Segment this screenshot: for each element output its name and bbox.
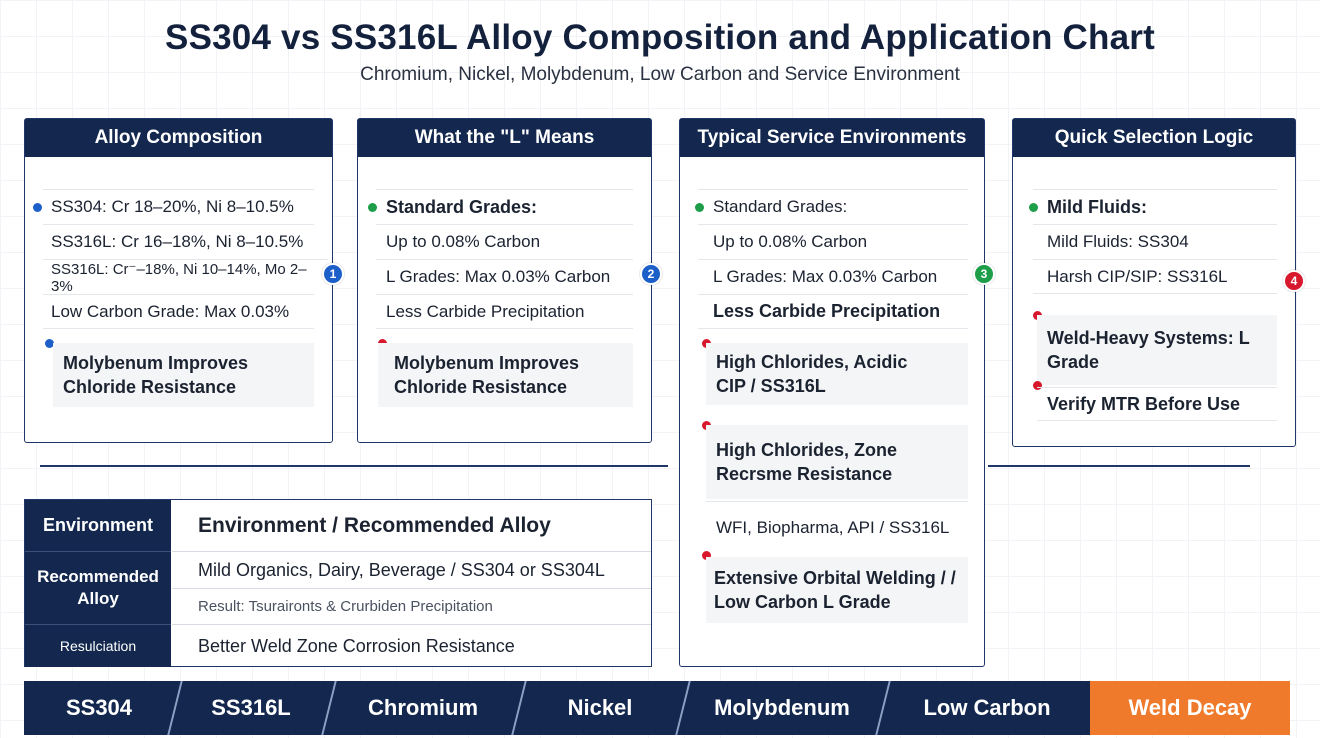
table-row: Result: Tsuraironts & Crurbiden Precipit… <box>172 589 651 625</box>
env-label-environment: Environment <box>25 500 171 552</box>
list-item: Standard Grades: <box>695 189 968 224</box>
list-item: Low Carbon Grade: Max 0.03% <box>43 294 314 329</box>
bullet-dot <box>702 551 711 560</box>
keyword-tag: Nickel <box>567 695 633 720</box>
bullet-dot <box>45 339 54 348</box>
connector-line-left <box>40 465 668 467</box>
keyword-tag: Low Carbon <box>923 695 1051 720</box>
list-item: SS304: Cr 18–20%, Ni 8–10.5% <box>33 189 314 224</box>
step-badge-2: 2 <box>640 263 662 285</box>
keyword-tag: SS304 <box>65 695 133 720</box>
list-item: L Grades: Max 0.03% Carbon <box>376 259 633 294</box>
step-badge-4: 4 <box>1283 270 1305 292</box>
list-item: Harsh CIP/SIP: SS316L <box>1033 259 1277 294</box>
panel-quick-selection: Quick Selection Logic Mild Fluids: Mild … <box>1012 118 1296 447</box>
list-item-highlight: Molybenum Improves Chloride Resistance <box>378 343 633 407</box>
bullet-dot <box>1033 381 1042 390</box>
step-badge-1: 1 <box>322 263 344 285</box>
list-item: Verify MTR Before Use <box>1037 387 1277 421</box>
list-item: Standard Grades: <box>368 189 633 224</box>
list-item: Up to 0.08% Carbon <box>376 224 633 259</box>
step-badge-3: 3 <box>973 263 995 285</box>
panel-heading: Alloy Composition <box>25 119 332 157</box>
table-row: Mild Organics, Dairy, Beverage / SS304 o… <box>172 552 651 589</box>
list-item: Mild Fluids: SS304 <box>1033 224 1277 259</box>
panel-heading: Typical Service Environments <box>680 119 984 157</box>
page-title: SS304 vs SS316L Alloy Composition and Ap… <box>165 18 1155 57</box>
bullet-dot <box>368 202 377 212</box>
env-label-result: Resulciation <box>25 625 171 667</box>
list-item: Less Carbide Precipitation <box>376 294 633 329</box>
bullet-dot <box>695 202 704 212</box>
connector-line-right <box>988 465 1250 467</box>
panel-service-environments: Typical Service Environments Standard Gr… <box>679 118 985 667</box>
list-item: WFI, Biopharma, API / SS316L <box>706 501 968 553</box>
bullet-dot <box>33 202 42 212</box>
keyword-tag: Molybdenum <box>714 695 850 720</box>
table-row: Better Weld Zone Corrosion Resistance <box>198 635 515 656</box>
list-item-highlight: Molybenum Improves Chloride Resistance <box>53 343 314 407</box>
list-item-highlight: High Chlorides, Acidic CIP / SS316L <box>706 343 968 405</box>
list-item-highlight: Weld-Heavy Systems: L Grade <box>1037 315 1277 385</box>
list-item: Up to 0.08% Carbon <box>698 224 968 259</box>
list-item: SS316L: Cr⁻–18%, Ni 10–14%, Mo 2–3% <box>43 259 328 295</box>
list-item: SS316L: Cr 16–18%, Ni 8–10.5% <box>43 224 314 259</box>
keyword-tag: SS316L <box>211 695 291 720</box>
panel-alloy-composition: Alloy Composition SS304: Cr 18–20%, Ni 8… <box>24 118 333 443</box>
list-item-highlight: Extensive Orbital Welding / / Low Carbon… <box>706 557 968 623</box>
list-item: Mild Fluids: <box>1029 189 1277 224</box>
list-item: Less Carbide Precipitation <box>698 294 968 329</box>
list-item-highlight: High Chlorides, Zone Recrsme Resistance <box>706 425 968 499</box>
list-item: L Grades: Max 0.03% Carbon <box>698 259 968 294</box>
panel-l-meaning: What the "L" Means Standard Grades: Up t… <box>357 118 652 443</box>
keyword-bar: SS304 SS316L Chromium Nickel Molybdenum … <box>24 681 1290 735</box>
page-subtitle: Chromium, Nickel, Molybdenum, Low Carbon… <box>360 64 960 85</box>
environment-table: Environment Recommended Alloy Resulciati… <box>24 499 652 667</box>
env-label-recommended-alloy: Recommended Alloy <box>25 552 171 625</box>
keyword-tag: Chromium <box>368 695 478 720</box>
table-row: Environment / Recommended Alloy <box>172 500 651 552</box>
bullet-dot <box>1029 202 1038 212</box>
panel-heading: Quick Selection Logic <box>1013 119 1295 157</box>
keyword-tag-highlight: Weld Decay <box>1090 681 1290 735</box>
panel-heading: What the "L" Means <box>358 119 651 157</box>
